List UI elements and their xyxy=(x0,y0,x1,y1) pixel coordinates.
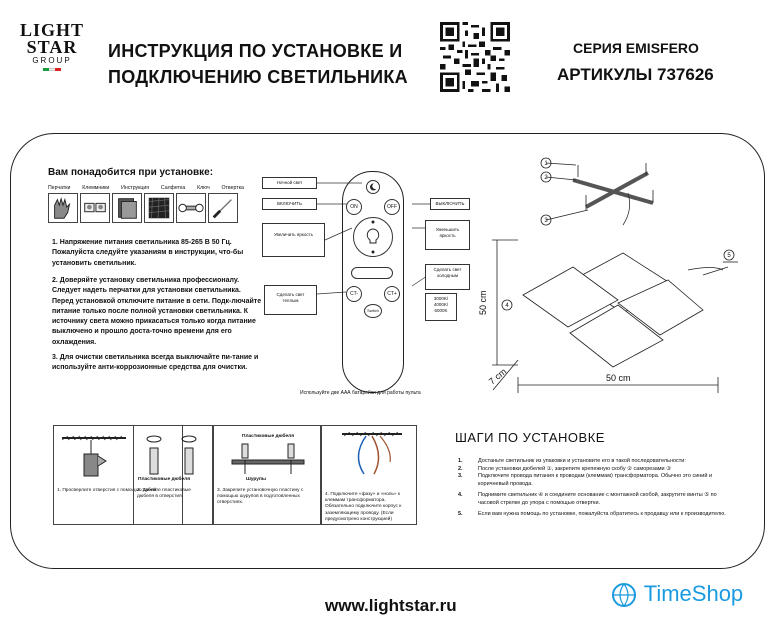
install-box-wiring: 4. Подключите «фазу» и «ноль» к клеммам … xyxy=(321,425,417,525)
mounting-bracket xyxy=(572,163,654,226)
brightness-dial[interactable] xyxy=(353,217,393,257)
logo-line1: LIGHT xyxy=(20,20,85,40)
callout-4: 4 xyxy=(505,303,509,309)
step-text: Подключите провода питания к проводам (к… xyxy=(478,473,713,487)
screws-label: Шурупы xyxy=(246,477,266,482)
remote-label-warm: Сделать свет теплым xyxy=(264,285,317,315)
tool-label: Отвертка xyxy=(221,185,244,191)
remote-label-night: Ночной свет xyxy=(262,177,317,189)
logo-line2: STAR xyxy=(26,37,78,57)
step-item: 2. После установки дюбелей ①, закрепите к… xyxy=(458,466,738,474)
screwdriver-icon xyxy=(208,193,238,223)
remote-scene-button[interactable] xyxy=(351,267,393,279)
globe-icon xyxy=(612,583,636,608)
remote-off-button[interactable]: OFF xyxy=(384,199,400,215)
content-frame xyxy=(10,133,765,569)
tools-list: Перчатки Клеммники Инструкция Салфетка К… xyxy=(48,185,244,223)
remote-diagram: Ночной свет ВКЛЮЧИТЬ ВЫКЛЮЧИТЬ Увеличить… xyxy=(262,168,472,398)
page-title: ИНСТРУКЦИЯ ПО УСТАНОВКЕ И ПОДКЛЮЧЕНИЮ СВ… xyxy=(108,38,408,90)
dimension-depth: 7 cm xyxy=(487,366,508,386)
install-box-plate: Пластиковые дюбеля Шурупы 3. Закрепите у… xyxy=(213,425,321,525)
italian-flag-icon xyxy=(20,68,84,71)
remote-switch-button[interactable]: Switch xyxy=(364,304,382,318)
dowel-icon xyxy=(146,435,197,475)
qr-code-icon[interactable] xyxy=(440,22,510,92)
callout-5: 5 xyxy=(727,253,731,259)
wiring-icon xyxy=(342,431,402,475)
cloth-icon xyxy=(144,193,174,223)
callout-2: 2 xyxy=(544,175,548,181)
website-link[interactable]: www.lightstar.ru xyxy=(325,596,457,615)
tool-label: Инструкция xyxy=(121,185,150,191)
logo-line3: GROUP xyxy=(32,56,72,65)
step-text: После установки дюбелей ①, закрепите кре… xyxy=(478,465,672,472)
step-item: 1. Достаньте светильник из упаковки и уст… xyxy=(458,458,738,466)
title-line1: ИНСТРУКЦИЯ ПО УСТАНОВКЕ И xyxy=(108,41,403,61)
steps-list: 1. Достаньте светильник из упаковки и уст… xyxy=(458,458,738,519)
title-line2: ПОДКЛЮЧЕНИЮ СВЕТИЛЬНИКА xyxy=(108,67,408,87)
terminal-block-icon xyxy=(80,193,110,223)
series-label: СЕРИЯ EMISFERO xyxy=(573,40,699,56)
plate-icon xyxy=(231,443,305,474)
watermark: TimeShop xyxy=(610,581,743,609)
brand-logo: LIGHT STAR GROUP xyxy=(20,20,85,100)
remote-label-cold: Сделать свет холодным xyxy=(425,264,470,290)
instruction-icon xyxy=(112,193,142,223)
bulb-icon xyxy=(366,220,380,254)
step-text: Если вам нужна помощь по установке, пожа… xyxy=(478,511,726,517)
battery-note: Используйте две ААА батарейки для работы… xyxy=(300,390,421,396)
remote-label-decrease: Уменьшить яркость xyxy=(425,220,470,250)
install-box-drill: 1. Просверлите отверстия с помощью дрели… xyxy=(53,425,183,525)
remote-label-off: ВЫКЛЮЧИТЬ xyxy=(430,198,470,210)
note-voltage: 1. Напряжение питания светильника 85-265… xyxy=(52,239,244,267)
remote-control: ON OFF CT- CT+ Switch xyxy=(342,171,404,393)
step-item: 5. Если вам нужна помощь по установке, по… xyxy=(458,511,738,519)
step-number: 3. xyxy=(458,473,463,479)
install-step-4-text: 4. Подключите «фазу» и «ноль» к клеммам … xyxy=(325,492,402,522)
step-item: 4. Поднимите светильник ④ и соедините осн… xyxy=(458,492,738,507)
step-number: 1. xyxy=(458,458,463,464)
dimension-height: 50 cm xyxy=(478,290,488,315)
plate-dowel-label: Пластиковые дюбеля xyxy=(242,434,294,439)
install-step-1-text: 1. Просверлите отверстия с помощью дрели… xyxy=(57,488,158,493)
tools-heading: Вам понадобится при установке: xyxy=(48,167,214,178)
tool-label: Салфетка xyxy=(160,185,186,191)
remote-ct-plus-button[interactable]: CT+ xyxy=(384,286,400,302)
remote-on-button[interactable]: ON xyxy=(346,199,362,215)
steps-heading: ШАГИ ПО УСТАНОВКЕ xyxy=(455,430,605,445)
install-step-2-text: 2. Забейте пластиковые дюбеля в отверсти… xyxy=(137,488,191,500)
install-step-3-text: 3. Закрепите установочную пластину с пом… xyxy=(217,488,304,506)
step-text: Поднимите светильник ④ и соедините основ… xyxy=(478,492,717,506)
callout-1: 1 xyxy=(544,161,548,167)
remote-ct-minus-button[interactable]: CT- xyxy=(346,286,362,302)
note-professional: 2. Доверяйте установку светильника профе… xyxy=(52,277,262,346)
step-number: 2. xyxy=(458,465,463,472)
night-light-icon[interactable] xyxy=(366,180,380,194)
dimension-width: 50 cm xyxy=(606,373,631,383)
remote-label-temps: 3000K/ 4000K/ 6000K xyxy=(425,293,457,321)
lamp-panels xyxy=(522,252,704,368)
step-item: 3. Подключите провода питания к проводам … xyxy=(458,473,738,488)
tool-label: Перчатки xyxy=(48,185,71,191)
note-cleaning: 3. Для очистки светильника всегда выключ… xyxy=(52,354,259,372)
product-diagram: 1 2 3 4 5 50 cm 7 cm 50 cm xyxy=(478,157,738,393)
step-text: Достаньте светильник из упаковки и устан… xyxy=(478,458,686,464)
install-box-dowels: Пластиковые дюбеля 2. Забейте пластиковы… xyxy=(133,425,213,525)
remote-label-on: ВКЛЮЧИТЬ xyxy=(262,198,317,210)
tool-label: Ключ xyxy=(197,185,210,191)
article-label: АРТИКУЛЫ 737626 xyxy=(557,65,714,84)
drill-icon xyxy=(61,435,126,477)
gloves-icon xyxy=(48,193,78,223)
step-number: 5. xyxy=(458,511,463,517)
watermark-text: TimeShop xyxy=(643,581,744,606)
dowel-label: Пластиковые дюбеля xyxy=(138,477,190,482)
step-number: 4. xyxy=(458,492,463,498)
remote-label-increase: Увеличить яркость xyxy=(262,223,325,257)
tool-label: Клеммники xyxy=(82,185,110,191)
wrench-icon xyxy=(176,193,206,223)
callout-3: 3 xyxy=(544,218,548,224)
